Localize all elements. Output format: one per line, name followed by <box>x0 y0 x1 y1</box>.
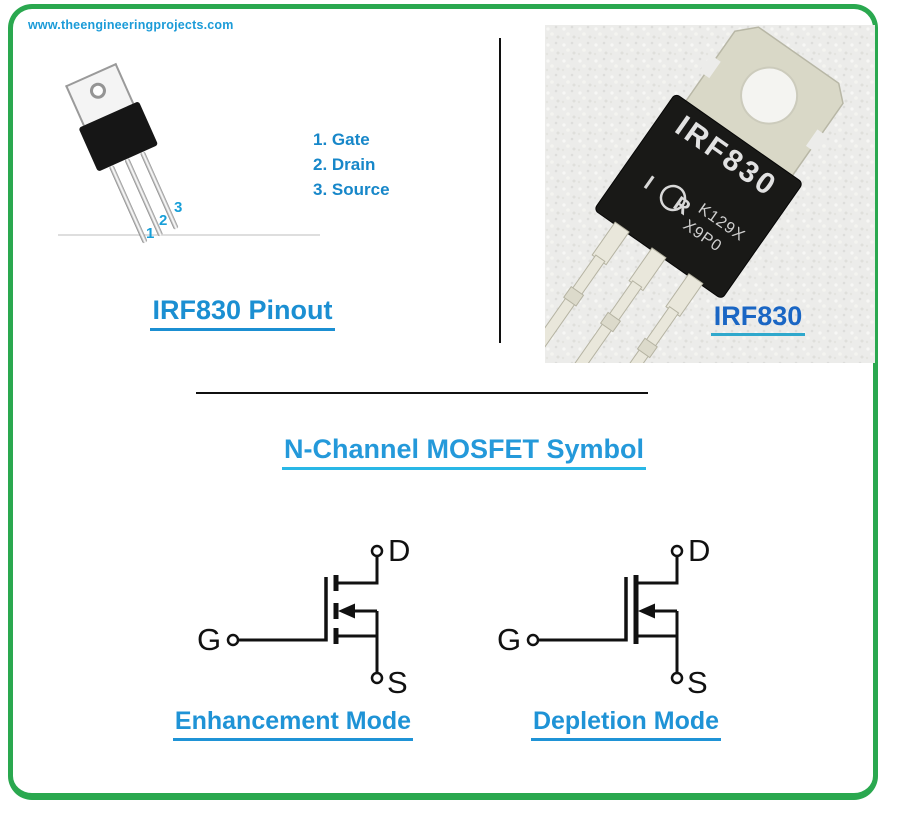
drain-label: D <box>388 533 410 568</box>
illustration-baseline <box>58 234 320 236</box>
drain-terminal-circle <box>670 544 684 558</box>
source-label: S <box>687 665 708 700</box>
mosfet-symbol-title: N-Channel MOSFET Symbol <box>264 434 664 470</box>
photo-legs <box>545 221 704 363</box>
drain-wire <box>336 556 379 585</box>
pin-label-drain: 2. Drain <box>313 155 376 174</box>
depletion-mosfet-symbol: G D S <box>497 533 710 700</box>
horizontal-divider <box>196 392 648 394</box>
drain-label: D <box>688 533 710 568</box>
depletion-mode-label: Depletion Mode <box>476 707 776 741</box>
source-label: S <box>387 665 408 700</box>
package-leg-2 <box>124 157 164 237</box>
gate-label: G <box>497 622 521 657</box>
irf830-photo: IRF830 I R K129X X9P0 IRF83 <box>545 25 875 363</box>
source-terminal-circle <box>670 671 684 685</box>
body-arrow <box>638 603 655 619</box>
pin-name-list: 1. Gate 2. Drain 3. Source <box>313 127 390 202</box>
pin-number-1: 1 <box>146 225 155 242</box>
enhancement-mode-label: Enhancement Mode <box>143 707 443 741</box>
drain-wire <box>636 556 679 585</box>
chip-logo-circle <box>659 184 687 212</box>
source-terminal-circle <box>370 671 384 685</box>
to220-package-drawing <box>61 61 193 249</box>
tab-notch-right <box>805 129 828 153</box>
package-mounting-hole <box>87 80 109 102</box>
enhancement-mosfet-symbol: G D S <box>197 533 410 700</box>
tab-notch-left <box>699 54 721 79</box>
pin-number-3: 3 <box>174 199 183 216</box>
body-arrow <box>338 603 355 619</box>
pin-number-2: 2 <box>159 212 168 229</box>
gate-terminal-circle <box>226 633 240 647</box>
pinout-title: IRF830 Pinout <box>60 295 425 331</box>
drain-terminal-circle <box>370 544 384 558</box>
photo-mounting-hole <box>740 66 799 125</box>
pin-label-source: 3. Source <box>313 180 390 199</box>
gate-terminal-circle <box>526 633 540 647</box>
vertical-divider <box>499 38 501 343</box>
package-leg-1 <box>108 164 148 244</box>
green-border-frame <box>8 4 878 800</box>
pinout-illustration: 1 2 3 <box>50 62 330 247</box>
pin-label-gate: 1. Gate <box>313 130 370 149</box>
watermark-url: www.theengineeringprojects.com <box>28 18 234 32</box>
photo-package: IRF830 I R K129X X9P0 <box>545 26 844 363</box>
gate-label: G <box>197 622 221 657</box>
photo-graphic: IRF830 I R K129X X9P0 <box>545 25 875 363</box>
photo-caption: IRF830 <box>655 301 861 336</box>
